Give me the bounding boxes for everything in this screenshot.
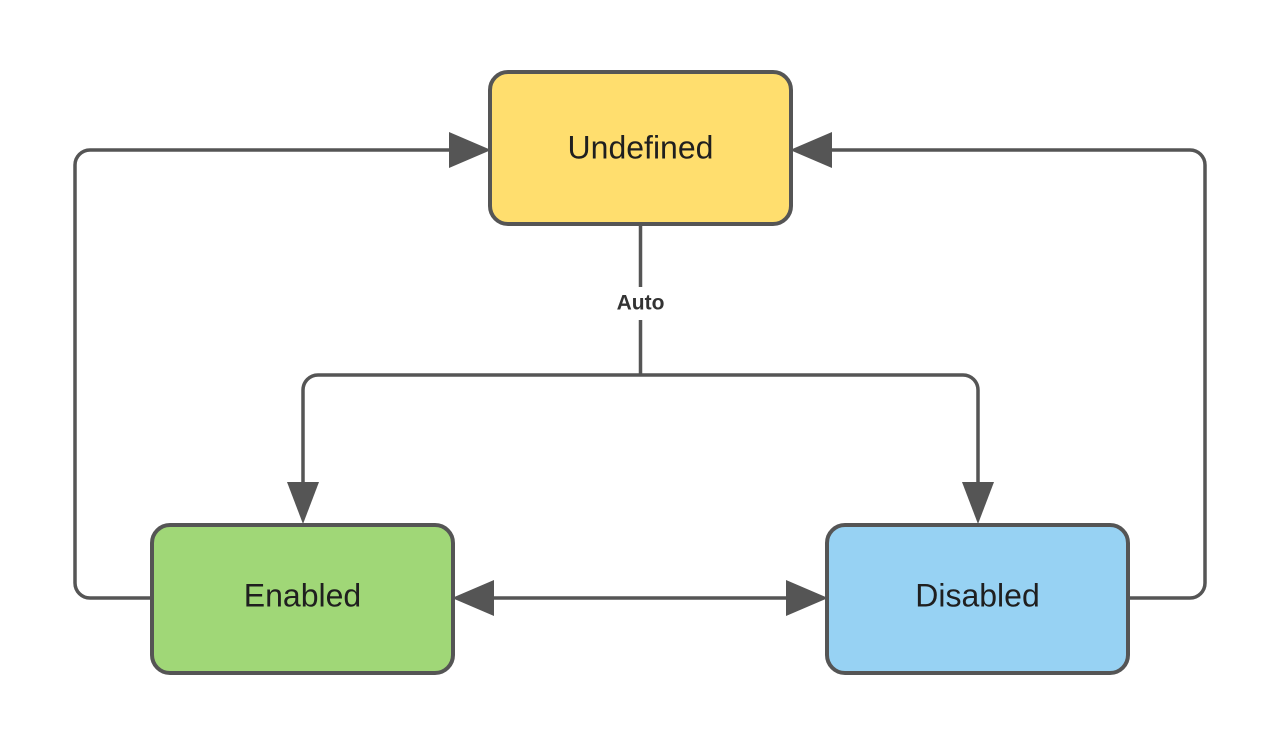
edge-enabled-to-undefined[interactable] — [73, 132, 491, 600]
edge-label-auto-group: Auto — [597, 287, 684, 320]
node-undefined-shape — [488, 70, 793, 226]
edge-label-auto: Auto — [617, 292, 665, 315]
edge-disabled-to-undefined[interactable] — [790, 132, 1207, 600]
arrowhead-to-enabled — [452, 580, 494, 616]
edge-disabled-to-undefined-line — [826, 148, 1207, 600]
edge-label-auto-backdrop — [597, 287, 684, 320]
node-disabled-shape — [825, 523, 1130, 675]
edge-enabled-disabled[interactable] — [452, 580, 828, 616]
arrowhead-to-disabled — [786, 580, 828, 616]
arrowhead-fork-to-disabled — [962, 482, 994, 524]
arrowhead-enabled-to-undefined — [449, 132, 491, 168]
edge-fork-branches[interactable] — [287, 373, 994, 524]
edge-fork-left-branch — [301, 373, 641, 492]
node-disabled[interactable]: Disabled — [825, 523, 1130, 675]
edge-enabled-to-undefined-line — [73, 148, 455, 600]
arrowhead-fork-to-enabled — [287, 482, 319, 524]
arrowhead-disabled-to-undefined — [790, 132, 832, 168]
edge-fork-right-branch — [640, 373, 980, 492]
node-undefined[interactable]: Undefined — [488, 70, 793, 226]
node-enabled-shape — [150, 523, 455, 675]
node-enabled[interactable]: Enabled — [150, 523, 455, 675]
